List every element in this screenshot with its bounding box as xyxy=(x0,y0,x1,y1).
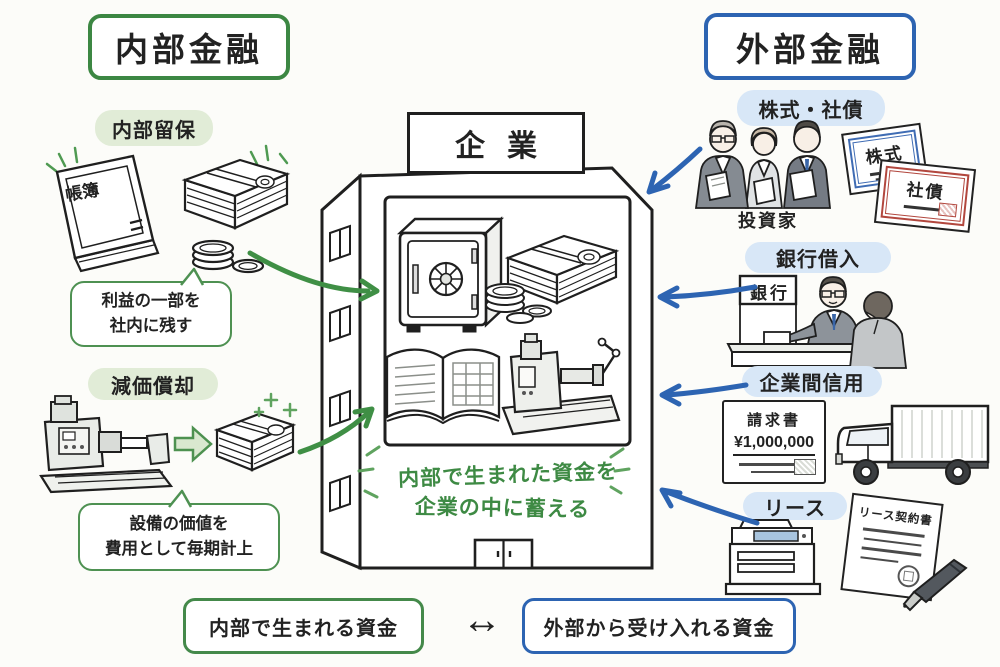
emphasis-dashes-icon xyxy=(45,144,289,173)
table-grid xyxy=(452,362,494,406)
company-building xyxy=(320,166,654,571)
bank-sign-text: 銀行 xyxy=(750,284,790,303)
machine-and-money-icon xyxy=(39,392,298,494)
bank-loan-label: 銀行借入 xyxy=(745,242,891,273)
stocks-bonds-label: 株式・社債 xyxy=(737,90,885,126)
lease-label-text: リース xyxy=(764,497,826,520)
blue-arrowhead xyxy=(659,487,683,509)
banknote-stack-icon xyxy=(181,158,291,230)
invoice-line xyxy=(751,470,797,473)
emphasis-dashes-icon xyxy=(357,445,631,499)
sparkles-icon xyxy=(253,392,298,418)
bubble-text-line: 社内に残す xyxy=(109,317,193,335)
coins-icon xyxy=(485,283,552,324)
copier-icon xyxy=(724,519,822,596)
building-door-icon xyxy=(473,538,534,570)
bubble-text-line: 費用として毎期計上 xyxy=(104,540,253,558)
envelope-icon xyxy=(763,331,791,345)
invoice-icon: 請求書 ¥1,000,000 xyxy=(722,400,826,484)
trade-credit-label-text: 企業間信用 xyxy=(759,373,865,395)
pen-icon xyxy=(902,558,968,612)
invoice-title: 請求書 xyxy=(746,412,801,429)
bank-loan-label-text: 銀行借入 xyxy=(776,249,860,271)
factory-machine-icon xyxy=(501,333,621,436)
bubble-text-line: 設備の価値を xyxy=(129,515,229,534)
footer-external-box: 外部から受け入れる資金 xyxy=(522,598,796,654)
retained-earnings-bubble: 利益の一部を 社内に残す xyxy=(70,267,232,347)
external-finance-title: 外部金融 xyxy=(704,13,916,80)
depreciation-bubble: 設備の価値を 費用として毎期計上 xyxy=(78,489,280,571)
blue-arrowhead xyxy=(659,383,682,407)
bond-certificate-label: 社債 xyxy=(905,180,946,203)
footer-external-text: 外部から受け入れる資金 xyxy=(543,617,775,640)
footer-internal-text: 内部で生まれる資金 xyxy=(209,617,398,640)
lathe-machine-icon xyxy=(39,395,174,494)
bubble-pointer xyxy=(180,267,205,286)
company-sign-text: 企業 xyxy=(455,130,559,163)
retained-earnings-label-text: 内部留保 xyxy=(112,119,196,142)
lease-label: リース xyxy=(743,492,847,520)
bond-certificate-border: 社債 xyxy=(880,165,970,227)
company-caption-line2: 企業の中に蓄える xyxy=(414,495,591,522)
banknote-stack-icon xyxy=(504,234,620,305)
retained-earnings-label: 内部留保 xyxy=(95,110,213,146)
safe-icon xyxy=(396,216,505,333)
invoice-amount: ¥1,000,000 xyxy=(733,434,815,456)
banknote-stack-icon xyxy=(213,412,297,472)
blue-arrowhead xyxy=(657,285,680,309)
stocks-bonds-label-text: 株式・社債 xyxy=(758,99,864,122)
invoice-line xyxy=(739,463,809,466)
investors-caption: 投資家 xyxy=(738,211,798,231)
internal-finance-title: 内部金融 xyxy=(88,14,290,80)
blue-arrow-trade-credit xyxy=(664,382,749,398)
ledger-and-money-icon xyxy=(45,144,291,274)
depreciation-label: 減価償却 xyxy=(88,368,218,400)
contract-line xyxy=(863,537,922,547)
internal-finance-title-text: 内部金融 xyxy=(115,31,263,68)
bubble-pointer xyxy=(168,489,193,508)
open-book-icon xyxy=(385,348,501,425)
company-sign: 企業 xyxy=(407,112,585,174)
contract-line xyxy=(860,555,899,563)
double-arrow-icon: ↔ xyxy=(462,598,502,642)
bank-counter-icon xyxy=(726,274,908,369)
red-seal-icon xyxy=(938,202,958,218)
external-finance-title-text: 外部金融 xyxy=(736,30,884,68)
bubble-text-line: 利益の一部を xyxy=(101,292,201,311)
depreciation-label-text: 減価償却 xyxy=(111,375,195,398)
footer-internal-box: 内部で生まれる資金 xyxy=(183,598,424,654)
ledger-book-icon xyxy=(55,154,160,273)
truck-icon xyxy=(835,404,990,485)
bond-certificate: 社債 xyxy=(873,159,977,233)
contract-line xyxy=(862,527,925,538)
transfer-arrow-icon xyxy=(173,425,213,463)
investors-icon xyxy=(694,120,831,209)
lease-contract-title: リース契約書 xyxy=(857,506,934,528)
stamp-box-icon xyxy=(794,459,816,475)
trade-credit-label: 企業間信用 xyxy=(742,366,882,397)
